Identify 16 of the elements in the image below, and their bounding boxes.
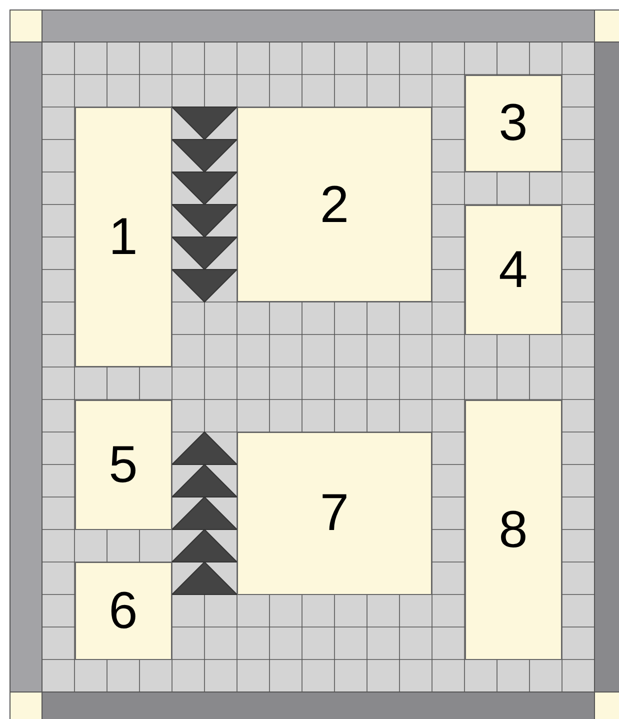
block-number: 1 — [108, 211, 138, 263]
fabric-block — [74, 107, 172, 367]
block-number: 2 — [320, 178, 349, 230]
block-number: 5 — [108, 438, 138, 490]
fabric-block — [464, 204, 562, 334]
block-number: 3 — [498, 97, 528, 150]
block-number: 7 — [320, 487, 349, 540]
block-number: 4 — [498, 244, 528, 296]
block-number: 8 — [498, 504, 528, 556]
fabric-block — [464, 400, 562, 660]
fabric-block — [237, 107, 432, 302]
fabric-block — [464, 74, 562, 172]
fabric-block — [237, 432, 432, 594]
fabric-block — [74, 400, 172, 530]
block-number: 6 — [108, 584, 138, 637]
fabric-block — [74, 562, 172, 660]
